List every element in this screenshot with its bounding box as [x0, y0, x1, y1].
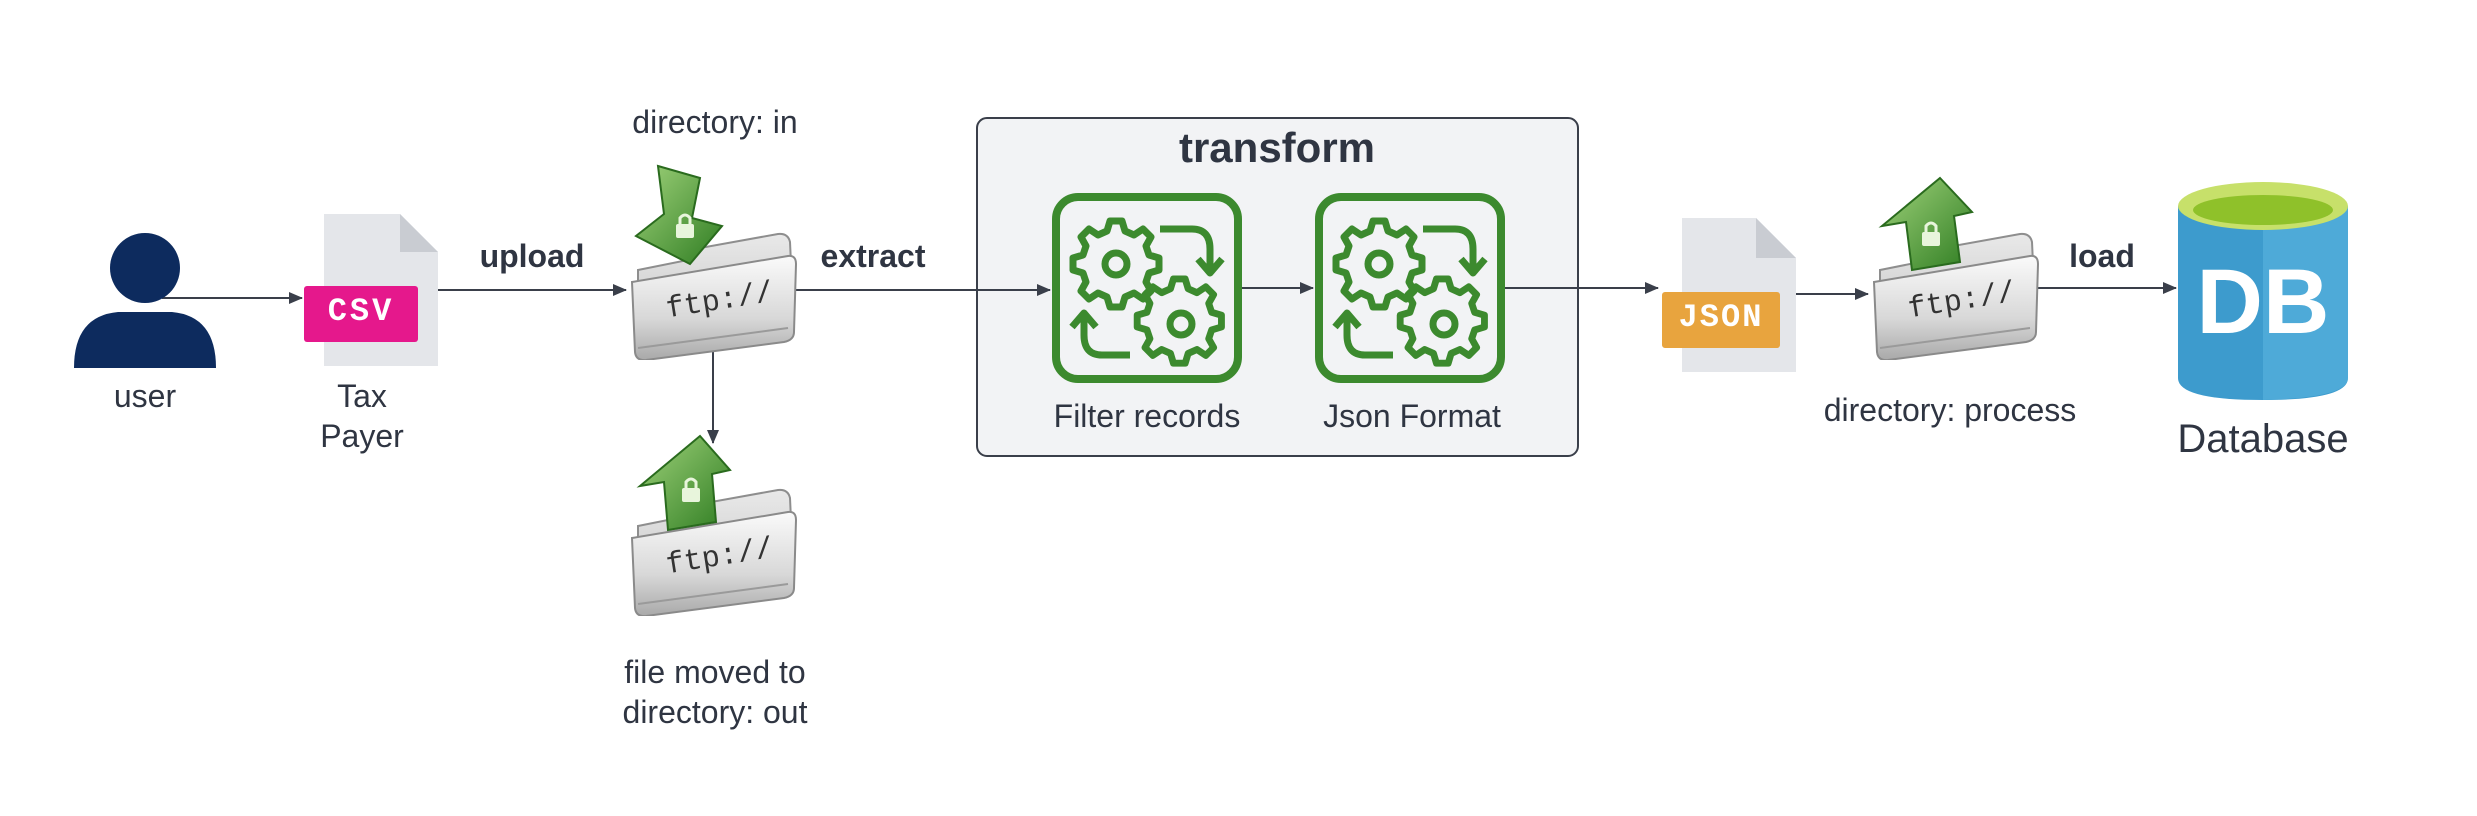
json-badge: JSON	[1678, 299, 1764, 336]
json-format-label: Json Format	[1323, 398, 1501, 434]
connectors	[162, 282, 2177, 444]
transform-title: transform	[1178, 124, 1376, 171]
database-label: Database	[2177, 417, 2349, 461]
load-edge-label: load	[2069, 238, 2135, 274]
ftp-out-label-line2: directory: out	[622, 694, 808, 730]
tax-payer-label-line2: Payer	[320, 418, 404, 454]
csv-file-icon	[304, 214, 438, 366]
ftp-out-folder-icon	[631, 434, 797, 616]
ftp-out-label-line1: file moved to	[624, 654, 806, 690]
db-badge: DB	[2196, 251, 2330, 353]
ftp-process-label: directory: process	[1823, 392, 2077, 428]
csv-badge: CSV	[327, 293, 395, 330]
ftp-in-label: directory: in	[632, 104, 798, 140]
database-icon	[2178, 182, 2348, 400]
ftp-process-folder-icon	[1873, 176, 2039, 360]
filter-records-label: Filter records	[1053, 398, 1241, 434]
user-label: user	[113, 378, 177, 414]
ftp-in-folder-icon	[631, 164, 797, 360]
user-icon	[74, 233, 216, 368]
json-file-icon	[1662, 218, 1796, 372]
upload-edge-label: upload	[479, 238, 585, 274]
tax-payer-label-line1: Tax	[337, 378, 387, 414]
extract-edge-label: extract	[820, 238, 926, 274]
